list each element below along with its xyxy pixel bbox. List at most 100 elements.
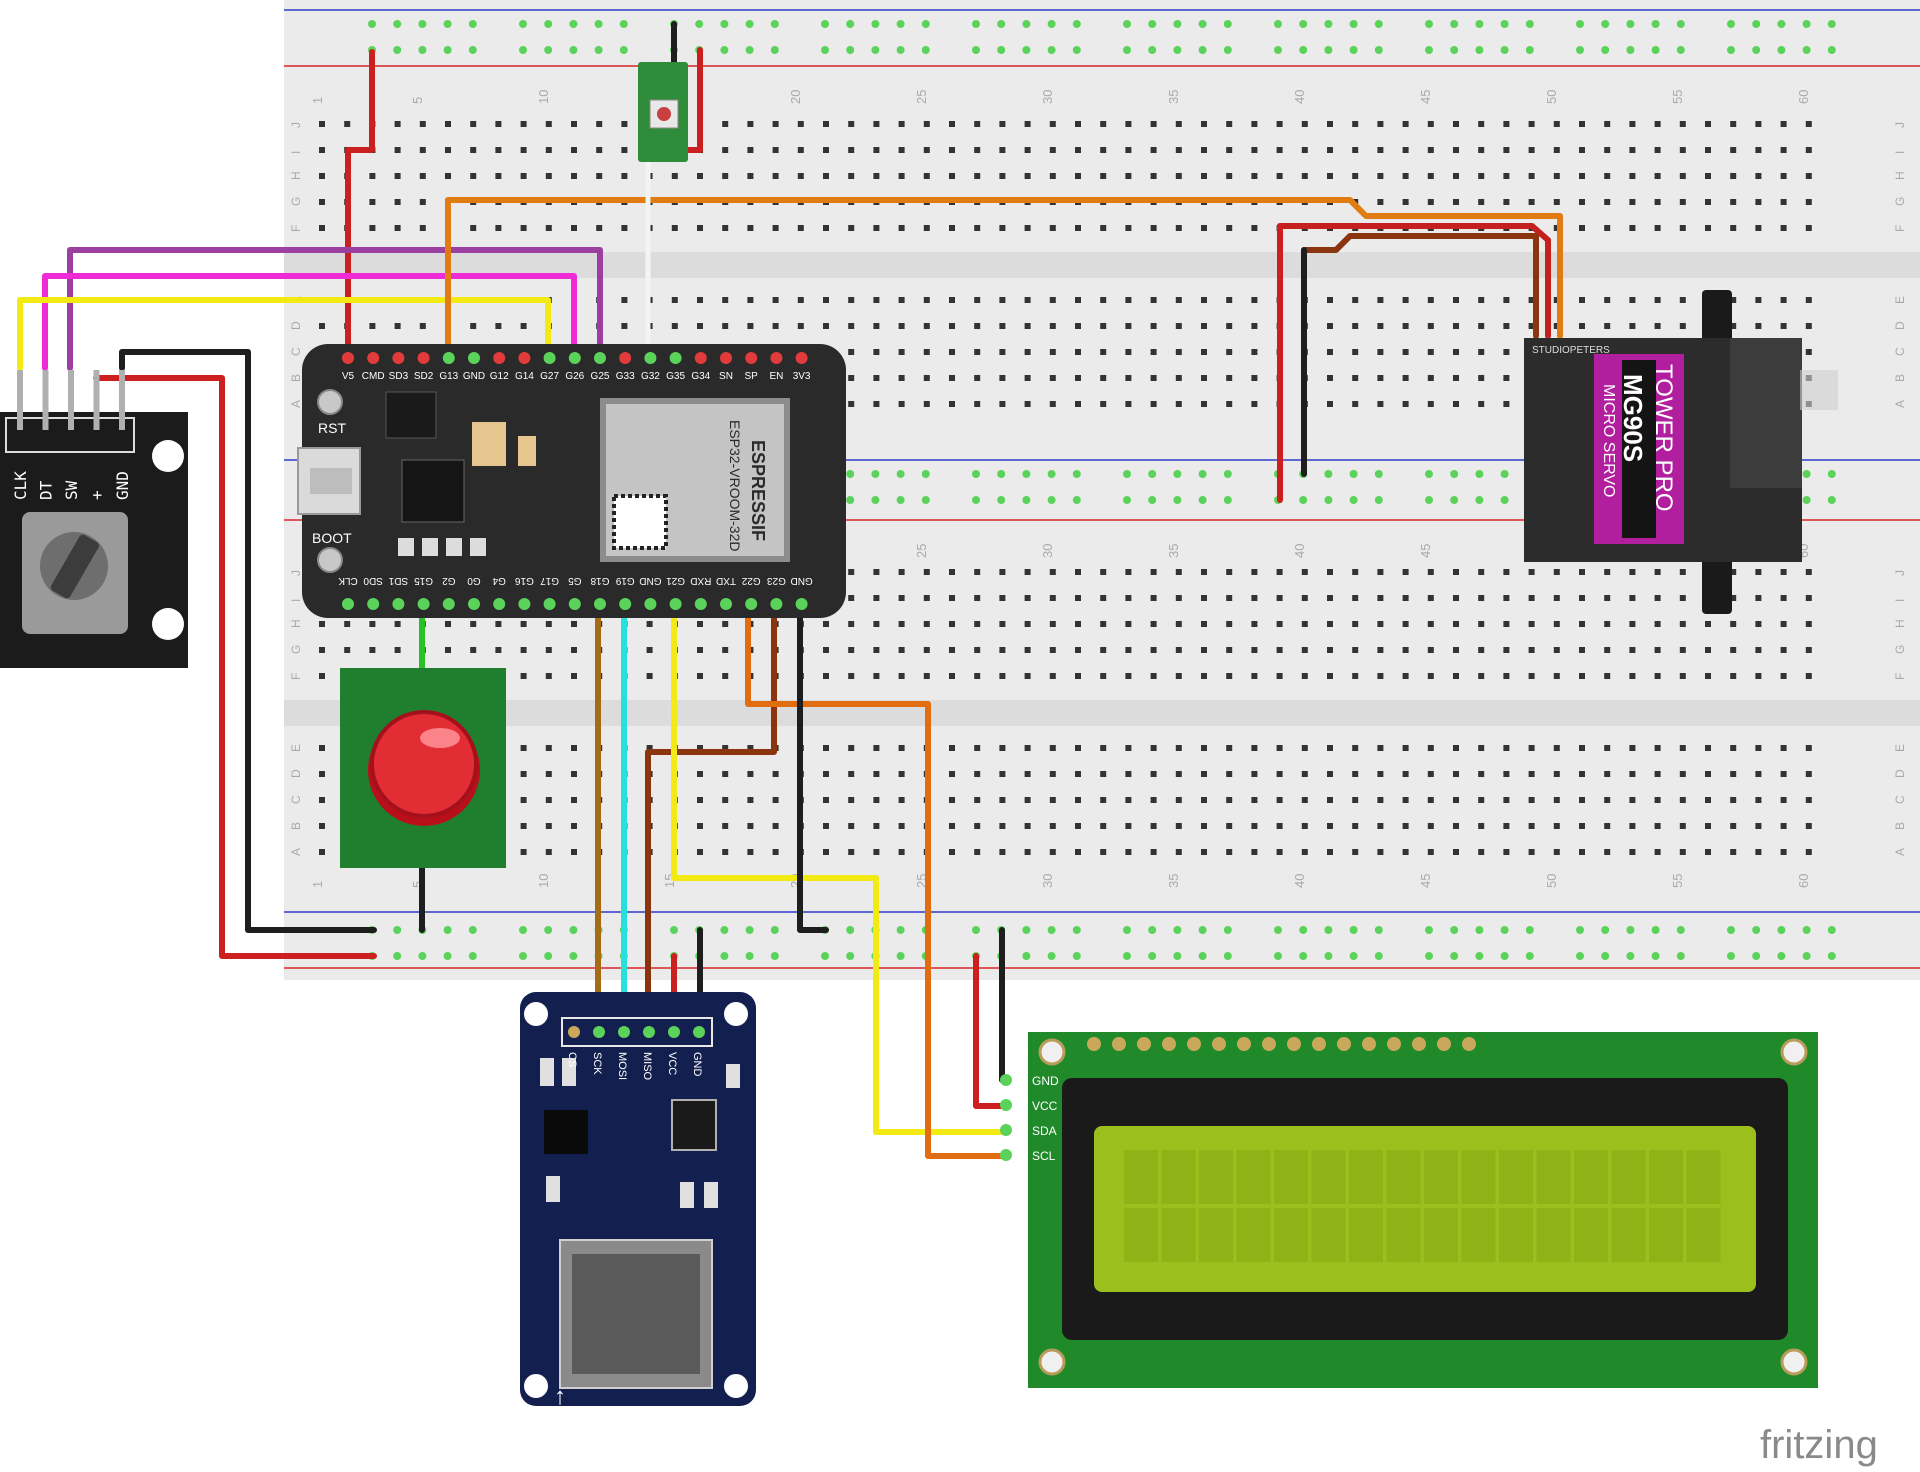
breadboard-hole [520,621,527,627]
esp32-pin-label: G15 [414,575,433,586]
breadboard-hole [1251,147,1258,153]
breadboard-hole [520,147,527,153]
breadboard-hole [470,121,477,127]
breadboard-hole [1226,673,1233,679]
wire-black-esp-gnd [797,603,829,933]
rail-hole [1601,952,1610,960]
rail-hole [1500,952,1509,960]
rail-hole [770,952,779,960]
sd-arrow-icon: ↑ [554,1383,566,1410]
breadboard-hole [1049,121,1056,127]
breadboard-hole [1175,621,1182,627]
breadboard-hole [974,297,981,303]
breadboard-hole [1175,375,1182,381]
boot-button[interactable] [317,547,343,573]
lcd-char-cell [1574,1150,1608,1204]
breadboard-hole [1049,401,1056,407]
lcd-pad [1262,1037,1276,1051]
rail-hole [1274,926,1282,934]
breadboard-hole [1755,745,1762,751]
breadboard-hole [1654,225,1661,231]
breadboard-hole [697,797,703,803]
breadboard-row-letter: B [1893,374,1907,382]
lcd-char-cell [1236,1208,1271,1262]
breadboard-hole [949,673,955,679]
breadboard-hole [1125,349,1132,355]
breadboard-hole [949,823,955,829]
breadboard-hole [873,147,880,153]
breadboard-hole [1201,849,1207,855]
breadboard-hole [1805,621,1812,627]
breadboard-hole [873,569,880,575]
rail-hole [1173,952,1182,960]
breadboard-hole [823,647,829,653]
breadboard-hole [1125,323,1132,329]
rail-hole [1123,470,1131,478]
breadboard-hole [1579,621,1585,627]
breadboard-hole [1175,849,1182,855]
lcd-pin [1000,1099,1012,1111]
rail-hole [1047,20,1056,28]
rail-hole [1450,46,1459,54]
rail-hole [871,46,880,54]
breadboard-hole [923,323,930,329]
breadboard-hole [1679,745,1686,751]
breadboard-hole [722,121,729,127]
breadboard-hole [1175,647,1182,653]
breadboard-hole [999,375,1006,381]
esp32-smd [398,538,414,556]
breadboard-hole [999,823,1006,829]
encoder-mount-hole [152,608,184,640]
breadboard-hole [1049,297,1056,303]
breadboard-hole [1049,823,1056,829]
rail-hole [594,46,603,54]
breadboard-hole [1100,173,1107,179]
rail-hole [1752,952,1761,960]
rail-hole [745,20,754,28]
breadboard-hole [1402,823,1409,829]
breadboard-row-letter: A [1893,400,1907,408]
breadboard-hole [1679,569,1686,575]
breadboard-hole [1478,199,1485,205]
lcd-char-cell [1611,1150,1646,1204]
esp32-pin-label: SD0 [363,575,383,586]
sd-pin [618,1026,630,1038]
breadboard-hole [1528,121,1535,127]
rail-hole [1198,470,1207,478]
breadboard-hole [1604,147,1611,153]
breadboard-hole [1251,595,1258,601]
breadboard-hole [1654,147,1661,153]
breadboard-hole [1327,375,1333,381]
rst-button[interactable] [317,389,343,415]
breadboard-hole [697,225,703,231]
breadboard-hole [1226,771,1233,777]
rail-hole [418,952,427,960]
rail-hole [1450,926,1459,934]
esp32-regulator [385,391,437,439]
breadboard-column-number: 35 [1166,544,1181,558]
breadboard-hole [596,225,603,231]
breadboard-hole [621,323,628,329]
rail-hole [1022,46,1031,54]
breadboard-hole [1579,173,1585,179]
rail-hole [1827,470,1836,478]
push-button[interactable] [370,710,478,818]
breadboard-hole [1301,823,1308,829]
breadboard-hole [1075,401,1081,407]
lcd-pin [1000,1124,1012,1136]
rail-hole [1576,952,1584,960]
esp32-pin [745,352,758,364]
servo-brand: TOWER PRO [1650,364,1677,512]
breadboard-hole [848,121,855,127]
rail-hole [1148,496,1157,504]
breadboard-hole [1150,121,1157,127]
breadboard-hole [1805,173,1812,179]
breadboard-row-letter: J [1893,122,1907,128]
breadboard-hole [974,349,981,355]
breadboard-hole [1453,199,1459,205]
breadboard-hole [1730,173,1737,179]
breadboard-hole [1629,673,1636,679]
breadboard-hole [1024,375,1031,381]
